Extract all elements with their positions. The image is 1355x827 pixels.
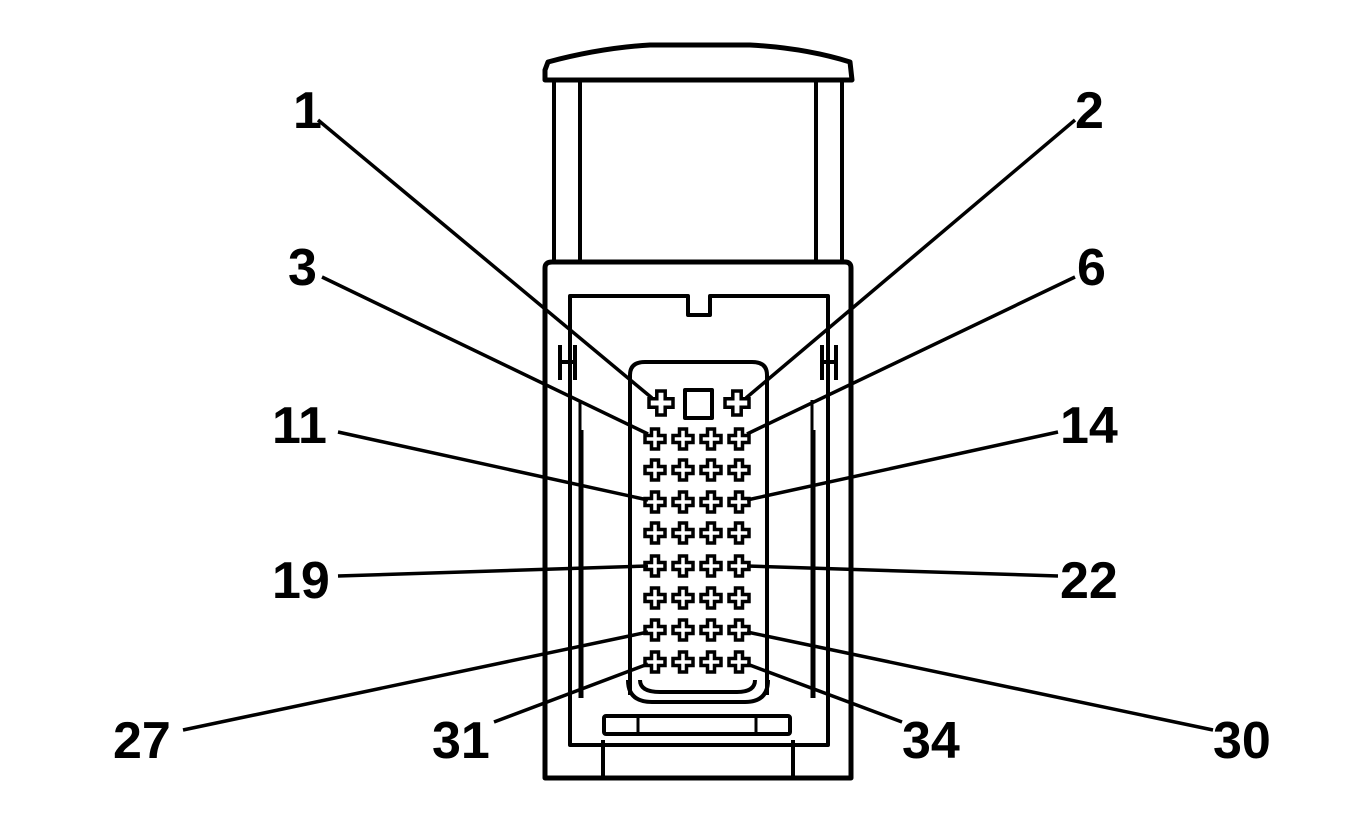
terminal-pin-27	[643, 618, 667, 642]
leader-pin-14	[746, 430, 1059, 502]
terminal-pin-24	[671, 586, 695, 610]
leader-pin-30	[746, 630, 1214, 732]
label-pin-31: 31	[432, 712, 490, 770]
inner-frame	[568, 294, 830, 747]
leader-pin-11	[337, 430, 649, 502]
terminal-pin-9	[699, 458, 723, 482]
leader-pin-27	[182, 630, 649, 732]
terminal-pin-2	[723, 389, 751, 417]
side-rail-left	[578, 400, 584, 698]
h-lock-right	[820, 345, 838, 380]
label-pin-34: 34	[902, 712, 960, 770]
terminal-pin-25	[699, 586, 723, 610]
pin-labels: 1 2 3 6 11 14 19 22 27 31 34 30	[113, 82, 1271, 770]
bottom-ridge-inner	[638, 679, 757, 694]
terminal-pin-26	[727, 586, 751, 610]
leader-lines	[182, 118, 1214, 732]
bottom-slot	[602, 714, 792, 736]
terminal-pin-18	[727, 521, 751, 545]
terminal-pin-34	[727, 650, 751, 674]
terminal-pin-19	[643, 554, 667, 578]
terminal-pin-30	[727, 618, 751, 642]
terminal-pin-6	[727, 427, 751, 451]
leader-pin-31	[493, 662, 649, 724]
terminal-pin-15	[643, 521, 667, 545]
label-pin-6: 6	[1077, 239, 1106, 297]
label-pin-27: 27	[113, 712, 171, 770]
terminal-pin-22	[727, 554, 751, 578]
terminal-pin-8	[671, 458, 695, 482]
leader-pin-6	[746, 275, 1076, 436]
terminal-pin-4	[671, 427, 695, 451]
latch-column-right	[814, 78, 844, 264]
label-pin-11: 11	[272, 397, 327, 455]
housing-outline	[542, 259, 854, 781]
label-pin-1: 1	[293, 82, 322, 140]
latch-cap	[542, 42, 855, 83]
label-pin-14: 14	[1060, 397, 1118, 455]
label-pin-22: 22	[1060, 552, 1118, 610]
terminal-pin-7	[643, 458, 667, 482]
leader-pin-1	[316, 118, 654, 400]
terminal-pin-31	[643, 650, 667, 674]
terminal-pin-14	[727, 490, 751, 514]
terminal-pin-17	[699, 521, 723, 545]
terminal-pin-12	[671, 490, 695, 514]
bottom-ridge-outer	[626, 679, 770, 704]
terminal-pin-20	[671, 554, 695, 578]
label-pin-19: 19	[272, 552, 330, 610]
label-pin-3: 3	[288, 239, 317, 297]
terminal-pin-1	[647, 389, 675, 417]
terminal-pin-33	[699, 650, 723, 674]
terminal-pin-10	[727, 458, 751, 482]
leader-pin-3	[321, 275, 649, 436]
center-square-cavity	[683, 388, 714, 420]
h-lock-left	[558, 345, 577, 380]
terminal-pin-32	[671, 650, 695, 674]
terminal-pin-13	[699, 490, 723, 514]
terminal-pin-16	[671, 521, 695, 545]
side-rail-right	[810, 400, 816, 698]
leader-pin-2	[744, 118, 1077, 400]
terminal-pin-3	[643, 427, 667, 451]
terminal-pins	[643, 389, 751, 674]
terminal-pin-28	[671, 618, 695, 642]
label-pin-2: 2	[1075, 82, 1104, 140]
terminal-pin-11	[643, 490, 667, 514]
terminal-pin-21	[699, 554, 723, 578]
terminal-pin-29	[699, 618, 723, 642]
cavity-outline	[628, 360, 769, 695]
terminal-pin-5	[699, 427, 723, 451]
connector-body	[542, 42, 855, 781]
label-pin-30: 30	[1213, 712, 1271, 770]
terminal-pin-23	[643, 586, 667, 610]
latch-column-left	[552, 78, 582, 264]
leader-pin-19	[337, 564, 649, 578]
leader-pin-22	[746, 564, 1059, 578]
leader-pin-34	[746, 662, 903, 724]
